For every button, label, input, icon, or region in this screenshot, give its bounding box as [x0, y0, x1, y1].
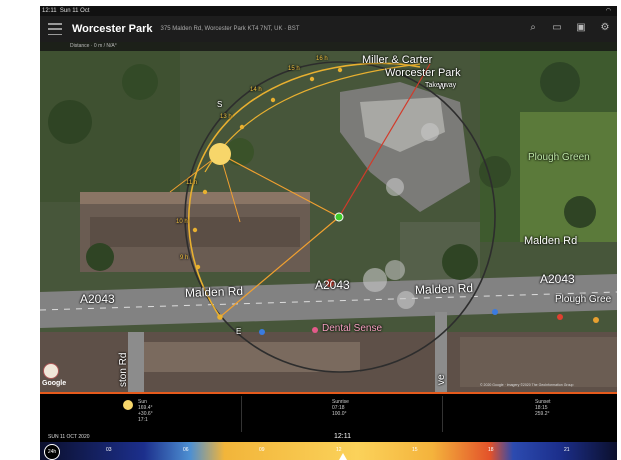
current-time: 12:11 [334, 433, 351, 440]
sun-info: Sun 169.4° +30.6° 17:1 [138, 399, 153, 423]
sun-hour-14: 14 h [250, 87, 262, 93]
hour-tick: 09 [259, 447, 265, 453]
hour-tick: 21 [564, 447, 570, 453]
date-label: SUN 11 OCT 2020 [48, 434, 90, 440]
map-copyright: © 2020 Google · Imagery ©2020 The GeoInf… [480, 383, 574, 387]
sunrise-info: Sunrise 07:18 100.0° [332, 399, 349, 417]
date-row: SUN 11 OCT 2020 12:11 [40, 432, 617, 442]
search-icon[interactable]: ⌕ [530, 22, 536, 33]
sun-info-panel: Sun 169.4° +30.6° 17:1 Sunrise 07:18 100… [40, 392, 617, 434]
sunrise-label: Sunrise [332, 399, 349, 405]
menu-icon[interactable] [48, 23, 62, 35]
compass-icon[interactable] [43, 363, 59, 379]
sun-hour-15: 15 h [288, 66, 300, 72]
map-label-malden-rd-east: Malden Rd [524, 235, 578, 247]
hour-tick: 03 [106, 447, 112, 453]
map-label-a2043-west: A2043 [80, 292, 115, 306]
status-date: Sun 11 Oct [59, 8, 90, 14]
sun-hour-9: 9 h [180, 255, 189, 261]
sun-hour-16: 16 h [316, 56, 328, 62]
sun-hour-10: 10 h [176, 219, 188, 225]
sun-elevation: +30.6° [138, 411, 153, 417]
sun-extra: 17:1 [138, 417, 148, 423]
map-label-plough-gree: Plough Gree [555, 294, 612, 305]
map-label-ve: ve [436, 374, 447, 385]
satellite-map[interactable]: Miller & Carter Worcester Park Takeaway … [40, 42, 617, 392]
map-label-dental-sense: Dental Sense [322, 323, 383, 334]
time-slider[interactable]: 24h 03 06 09 12 15 18 21 [40, 442, 617, 460]
sunset-time: 18:15 [535, 405, 548, 411]
hour-tick: 15 [412, 447, 418, 453]
save-icon[interactable]: ▣ [576, 22, 586, 33]
compass-label-west: W [438, 82, 446, 91]
divider [442, 396, 443, 432]
status-bar: 12:11 Sun 11 Oct ◠ [40, 6, 617, 16]
google-logo: Google [42, 380, 67, 387]
sunrise-time: 07:18 [332, 405, 345, 411]
map-label-malden-rd-mid: Malden Rd [414, 280, 474, 298]
sunset-info: Sunset 18:15 259.2° [535, 399, 551, 417]
location-address: 375 Malden Rd, Worcester Park KT4 7NT, U… [160, 26, 300, 32]
map-label-miller: Miller & Carter [362, 54, 433, 66]
24h-toggle-button[interactable]: 24h [44, 444, 60, 460]
sun-azimuth: 169.4° [138, 405, 153, 411]
divider [241, 396, 242, 432]
wifi-icon: ◠ [605, 8, 611, 14]
settings-icon[interactable]: ⚙ [600, 22, 610, 33]
map-label-worcester-park: Worcester Park [385, 67, 461, 79]
app-window: Miller & Carter Worcester Park Takeaway … [40, 6, 617, 460]
sun-icon [123, 400, 133, 410]
map-label-a2043-east: A2043 [540, 272, 575, 286]
sun-label: Sun [138, 399, 147, 405]
compass-label-south: S [217, 100, 223, 109]
folder-icon[interactable]: ▭ [552, 22, 562, 33]
hour-tick: 12 [336, 447, 342, 453]
time-slider-handle[interactable] [339, 453, 347, 460]
status-time: 12:11 [42, 8, 57, 14]
map-label-ston-rd: ston Rd [118, 352, 129, 387]
hour-tick: 18 [488, 447, 494, 453]
sunset-azimuth: 259.2° [535, 411, 550, 417]
sunrise-azimuth: 100.0° [332, 411, 347, 417]
map-label-a2043-mid: A2043 [315, 278, 350, 292]
sun-hour-11: 11 h [186, 180, 198, 186]
map-label-malden-rd-west: Malden Rd [184, 283, 244, 301]
distance-bar: Distance · 0 m / N/A° [40, 42, 617, 51]
header-bar: Worcester Park 375 Malden Rd, Worcester … [40, 16, 617, 42]
location-title[interactable]: Worcester Park [72, 23, 153, 35]
hour-tick: 06 [183, 447, 189, 453]
sun-hour-13: 13 h [220, 114, 232, 120]
map-label-takeaway: Takeaway [425, 82, 457, 89]
compass-label-east: E [236, 327, 242, 336]
map-imagery [40, 42, 617, 392]
sunset-label: Sunset [535, 399, 551, 405]
map-label-plough-green: Plough Green [528, 152, 590, 163]
